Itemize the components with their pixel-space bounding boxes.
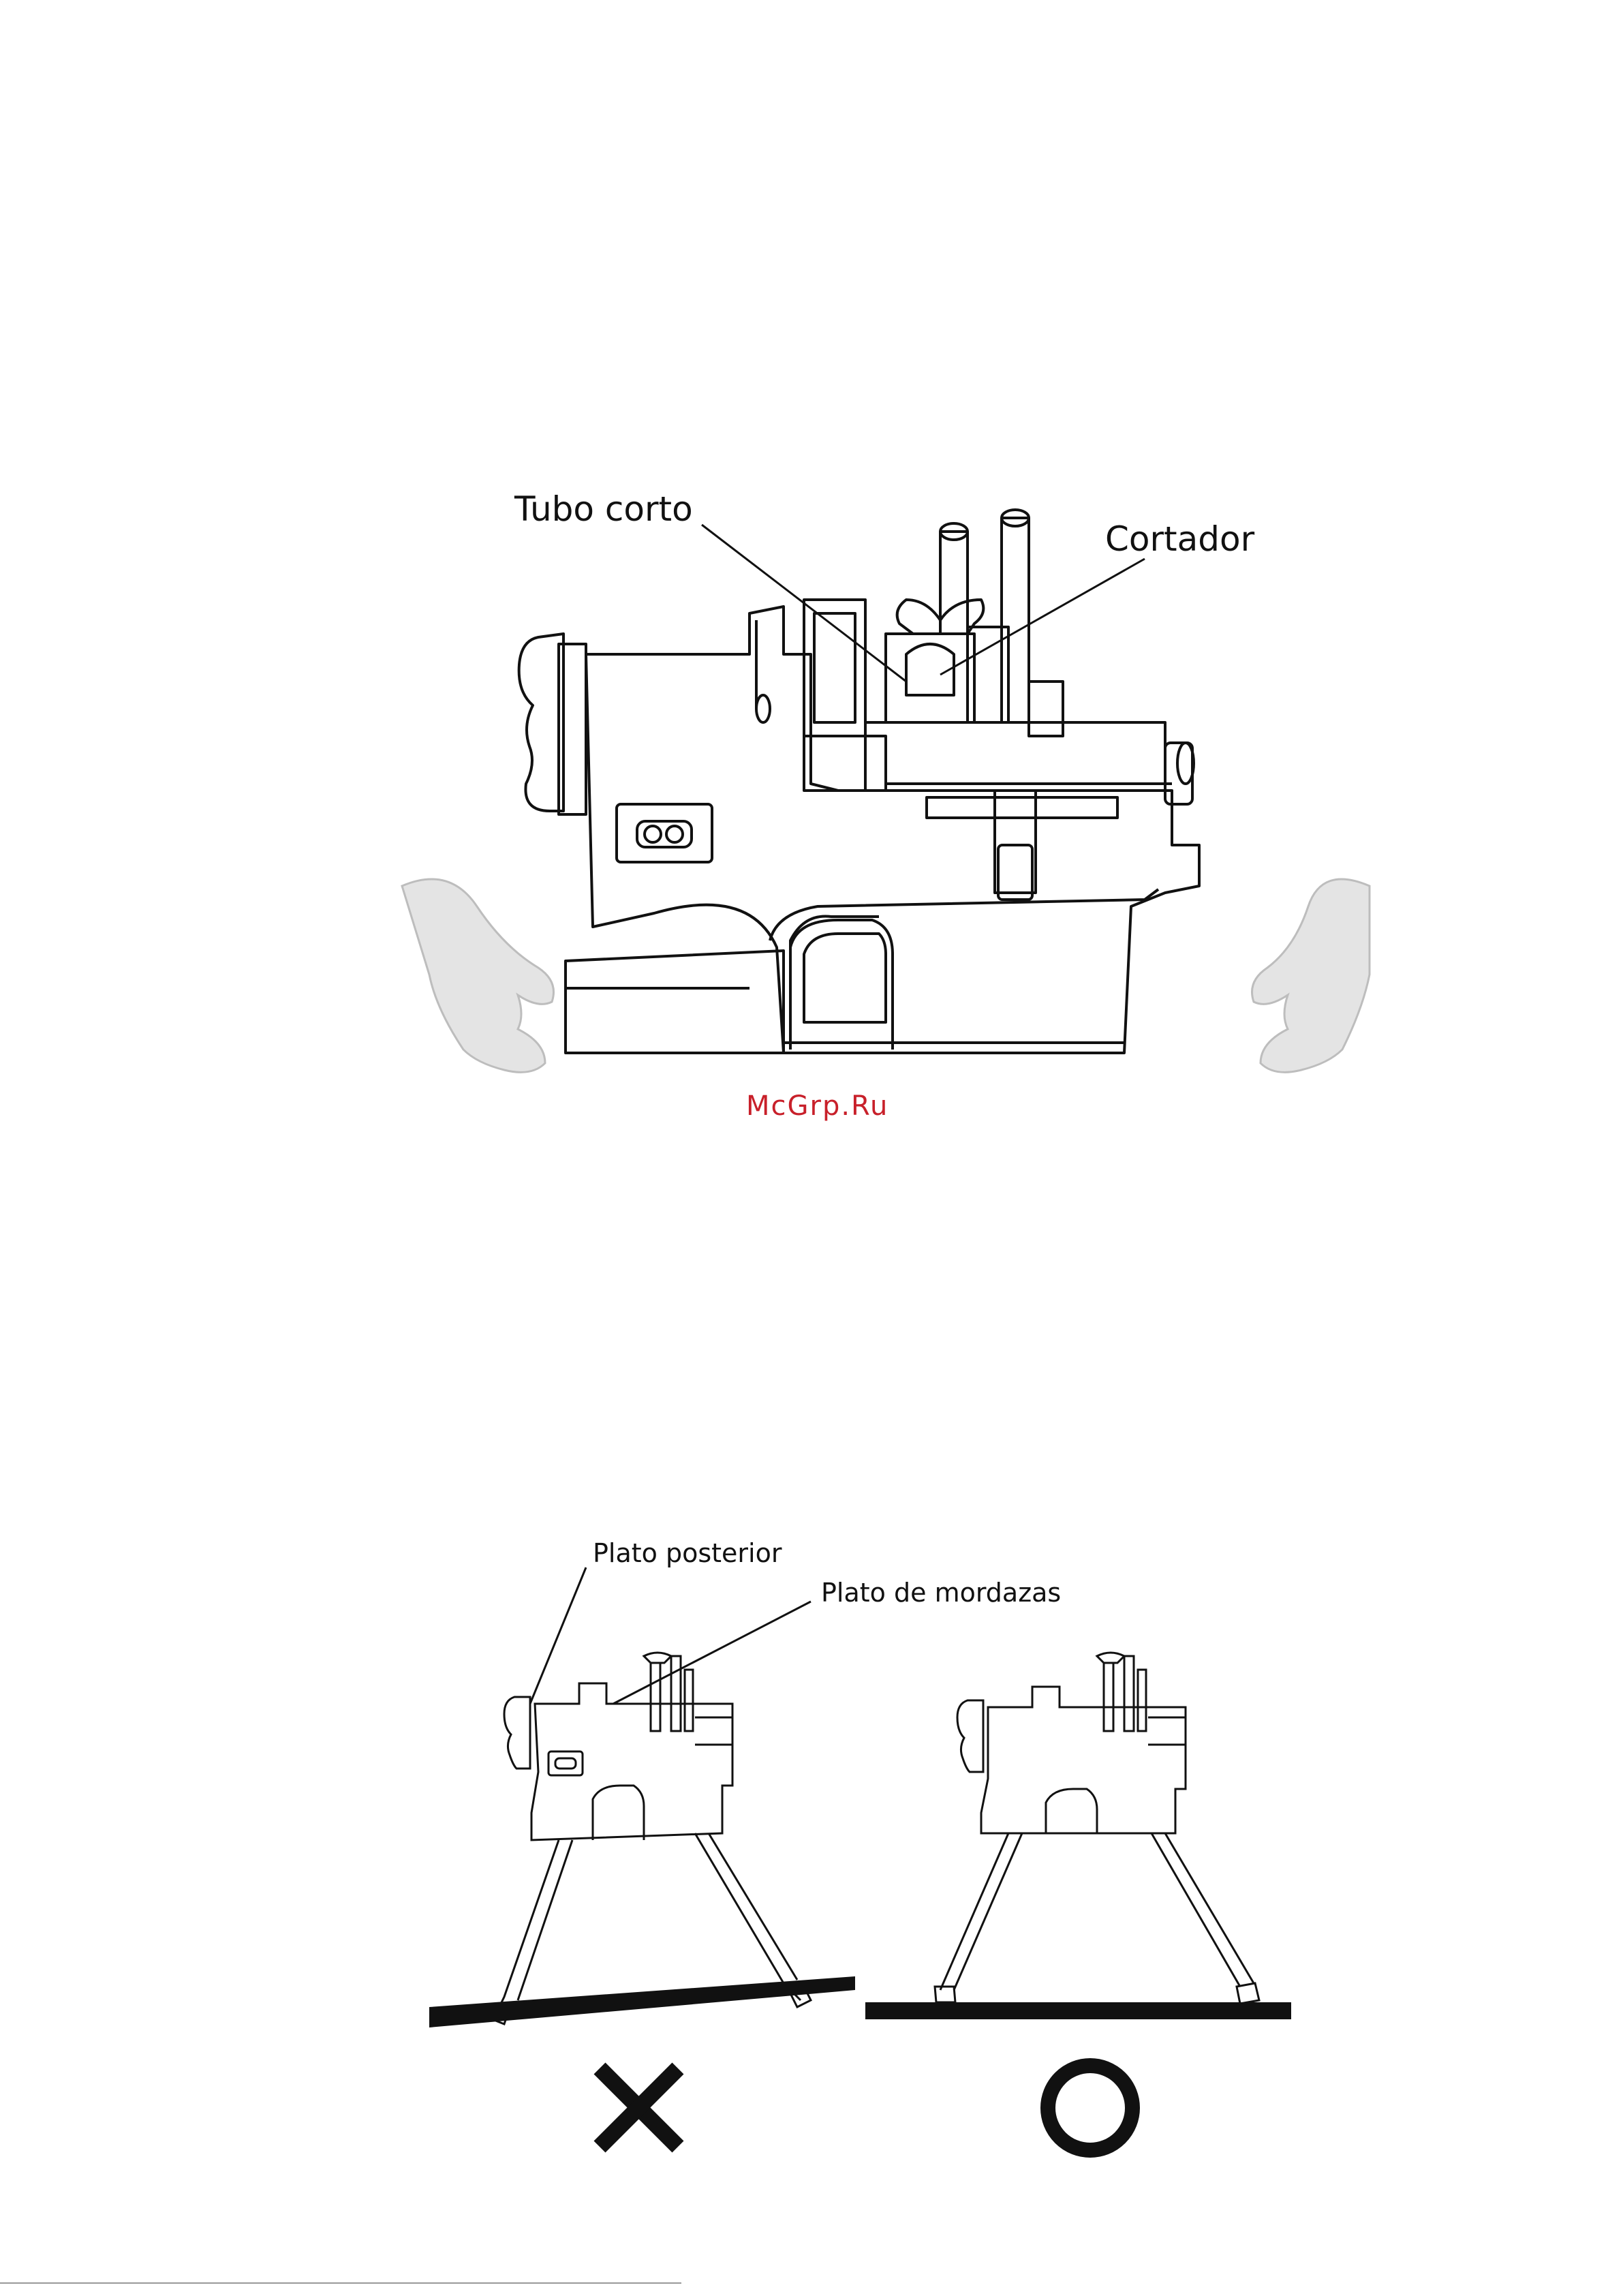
left-hand-icon	[402, 879, 554, 1072]
label-short-tube: Tubo corto	[514, 489, 693, 529]
label-jaw-chuck: Plato de mordazas	[821, 1578, 1061, 1608]
watermark-text: McGrp.Ru	[746, 1090, 888, 1122]
threading-machine-top	[519, 510, 1199, 1053]
level-ground-bar	[865, 2002, 1291, 2019]
machine-on-tilted-stand	[491, 1653, 811, 2024]
label-cutter: Cortador	[1105, 519, 1254, 559]
tilted-ground-bar	[429, 1976, 855, 2027]
label-rear-chuck: Plato posterior	[593, 1538, 782, 1568]
machine-on-level-stand	[935, 1653, 1259, 2004]
cross-mark-icon	[600, 2068, 678, 2147]
circle-mark-icon	[1048, 2066, 1132, 2150]
right-hand-icon	[1252, 879, 1370, 1072]
leader-rear-chuck	[530, 1567, 586, 1704]
leader-jaw-chuck	[613, 1602, 811, 1704]
